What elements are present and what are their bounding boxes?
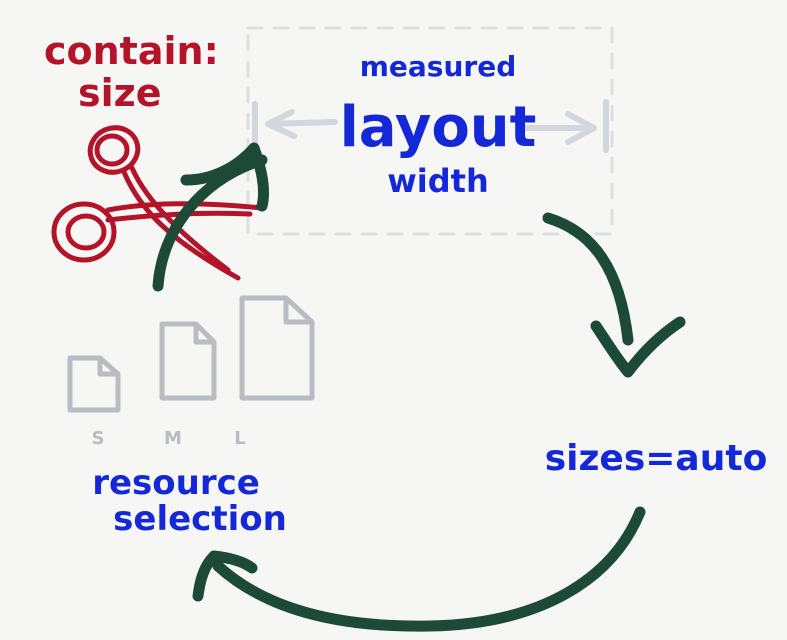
layout-label: layout [340, 95, 537, 160]
curved-arrow-icon [152, 142, 270, 292]
scissors-icon [51, 125, 265, 281]
size-label-s: S [92, 428, 105, 449]
document-icon [159, 321, 217, 401]
width-arrow-right-icon [517, 99, 609, 153]
measured-label: measured [360, 50, 517, 83]
curved-arrow-icon [192, 506, 646, 632]
size-label-m: M [164, 428, 182, 449]
sizes-auto-label: sizes=auto [545, 438, 768, 479]
curved-arrow-icon [542, 212, 686, 378]
width-arrow-left-icon [252, 101, 338, 151]
contain-label-line1: contain: [44, 29, 219, 73]
layout-box [246, 26, 614, 236]
width-label: width [387, 162, 489, 200]
contain-label-line2: size [78, 71, 162, 115]
selection-label: selection [113, 499, 287, 539]
document-icon [239, 295, 315, 401]
size-label-l: L [234, 428, 245, 449]
resource-label: resource [92, 463, 260, 503]
document-icon [67, 355, 121, 413]
